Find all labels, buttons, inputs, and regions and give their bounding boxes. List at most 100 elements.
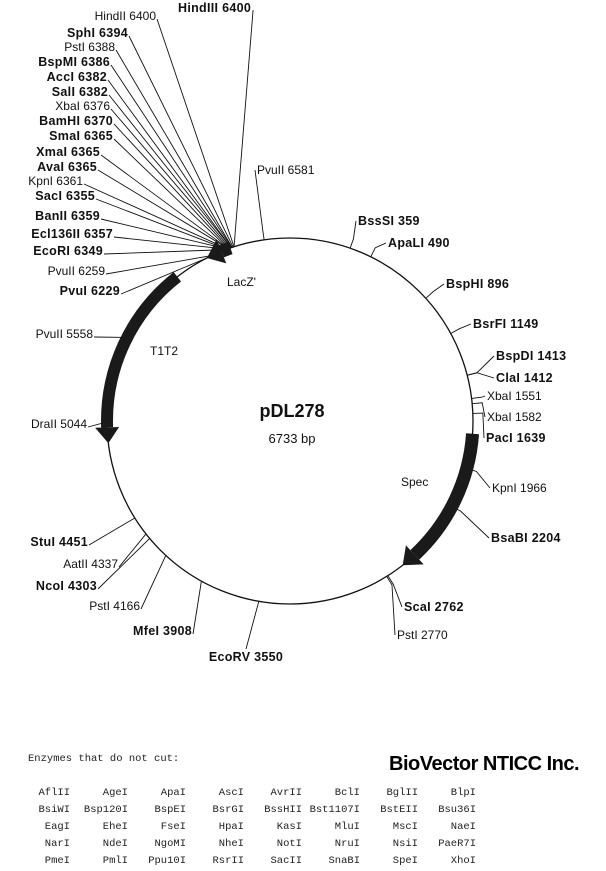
enzyme-cell: BssHII xyxy=(244,803,302,820)
leader-line xyxy=(451,324,471,333)
enzyme-cell: AflII xyxy=(30,786,70,803)
enzyme-cell: BglII xyxy=(360,786,418,803)
plasmid-name: pDL278 xyxy=(259,401,324,421)
site-label-paci: PacI 1639 xyxy=(486,431,546,445)
site-label-xbai: XbaI 6376 xyxy=(55,99,110,113)
enzyme-cell: Bsu36I xyxy=(418,803,476,820)
site-label-clai: ClaI 1412 xyxy=(496,371,553,385)
enzyme-cell: NaeI xyxy=(418,820,476,837)
leader-line xyxy=(111,65,232,248)
enzyme-cell: NruI xyxy=(302,837,360,854)
site-label-kpni: KpnI 1966 xyxy=(492,481,547,495)
enzyme-cell: BspEI xyxy=(128,803,186,820)
site-label-bamhi: BamHI 6370 xyxy=(39,114,113,128)
site-label-sphi: SphI 6394 xyxy=(67,26,128,40)
site-label-sali: SalI 6382 xyxy=(52,85,108,99)
enzyme-cell: BclI xyxy=(302,786,360,803)
site-label-xbai: XbaI 1582 xyxy=(487,410,542,424)
site-label-acci: AccI 6382 xyxy=(47,70,107,84)
watermark: BioVector NTICC Inc. xyxy=(389,752,579,776)
leader-line xyxy=(371,243,386,257)
site-label-kpni: KpnI 6361 xyxy=(28,174,83,188)
enzyme-cell: BstEII xyxy=(360,803,418,820)
site-label-saci: SacI 6355 xyxy=(35,189,95,203)
enzyme-cell: RsrII xyxy=(186,854,244,871)
site-label-avai: AvaI 6365 xyxy=(37,160,97,174)
t1t2-arrow-head xyxy=(95,427,119,443)
leader-line xyxy=(467,356,494,375)
enzyme-cell: SnaBI xyxy=(302,854,360,871)
site-label-bspdi: BspDI 1413 xyxy=(496,349,566,363)
enzyme-cell: ApaI xyxy=(128,786,186,803)
site-label-mfei: MfeI 3908 xyxy=(133,624,192,638)
enzyme-cell: NdeI xyxy=(70,837,128,854)
site-label-xmai: XmaI 6365 xyxy=(36,145,100,159)
leader-line xyxy=(119,534,146,567)
leader-line xyxy=(89,518,135,545)
site-label-ecori: EcoRI 6349 xyxy=(33,244,103,258)
enzyme-cell: PmeI xyxy=(30,854,70,871)
non-cutters-title: Enzymes that do not cut: xyxy=(28,753,179,765)
enzyme-cell: MscI xyxy=(360,820,418,837)
lacz-arrow xyxy=(221,248,230,251)
enzyme-cell: NheI xyxy=(186,837,244,854)
enzyme-cell: MluI xyxy=(302,820,360,837)
site-label-aatii: AatII 4337 xyxy=(63,557,118,571)
site-label-stui: StuI 4451 xyxy=(30,535,88,549)
site-label-ecl136ii: Ecl136II 6357 xyxy=(31,227,113,241)
leader-line xyxy=(98,170,228,249)
site-label-bspmi: BspMI 6386 xyxy=(38,55,110,69)
leader-line xyxy=(467,373,494,378)
enzyme-cell: SpeI xyxy=(360,854,418,871)
site-label-bsphi: BspHI 896 xyxy=(446,277,509,291)
enzyme-cell: AgeI xyxy=(70,786,128,803)
leader-line xyxy=(129,36,233,247)
enzyme-cell: Bsp120I xyxy=(70,803,128,820)
feature-label-t1t2: T1T2 xyxy=(150,344,178,358)
enzyme-cell: BsrGI xyxy=(186,803,244,820)
site-label-pvuii: PvuII 6259 xyxy=(48,264,106,278)
leader-line xyxy=(255,170,264,240)
enzyme-cell: PaeR7I xyxy=(418,837,476,854)
leader-line xyxy=(472,396,485,398)
site-label-pvuii: PvuII 5558 xyxy=(36,327,94,341)
site-label-banii: BanII 6359 xyxy=(35,209,100,223)
site-label-bsrfi: BsrFI 1149 xyxy=(473,317,539,331)
leader-line xyxy=(452,506,489,538)
site-label-bsabi: BsaBI 2204 xyxy=(491,531,561,545)
enzyme-cell: HpaI xyxy=(186,820,244,837)
site-label-psti: PstI 2770 xyxy=(397,628,448,642)
enzyme-cell: Ppu10I xyxy=(128,854,186,871)
spec-arrow xyxy=(415,434,473,555)
leader-line xyxy=(116,50,232,247)
enzyme-cell: AscI xyxy=(186,786,244,803)
site-label-scai: ScaI 2762 xyxy=(404,600,464,614)
site-label-bsssi: BssSI 359 xyxy=(358,214,420,228)
enzyme-cell: NsiI xyxy=(360,837,418,854)
enzyme-cell: AvrII xyxy=(244,786,302,803)
leader-line xyxy=(350,221,356,248)
leader-line xyxy=(234,10,253,247)
enzyme-cell: XhoI xyxy=(418,854,476,871)
site-label-hindiii: HindIII 6400 xyxy=(178,1,251,15)
site-label-hindii: HindII 6400 xyxy=(95,9,157,23)
site-label-xbai: XbaI 1551 xyxy=(487,389,542,403)
enzyme-cell: Bst1107I xyxy=(302,803,360,820)
feature-label-spec: Spec xyxy=(401,475,428,489)
leader-line xyxy=(426,284,444,298)
site-label-ncoi: NcoI 4303 xyxy=(36,579,97,593)
enzyme-cell: EheI xyxy=(70,820,128,837)
leader-line xyxy=(246,601,259,649)
enzyme-cell: BsiWI xyxy=(30,803,70,820)
site-label-psti: PstI 4166 xyxy=(89,599,140,613)
leader-line xyxy=(104,250,226,254)
enzyme-cell: EagI xyxy=(30,820,70,837)
site-label-ecorv: EcoRV 3550 xyxy=(209,650,283,664)
